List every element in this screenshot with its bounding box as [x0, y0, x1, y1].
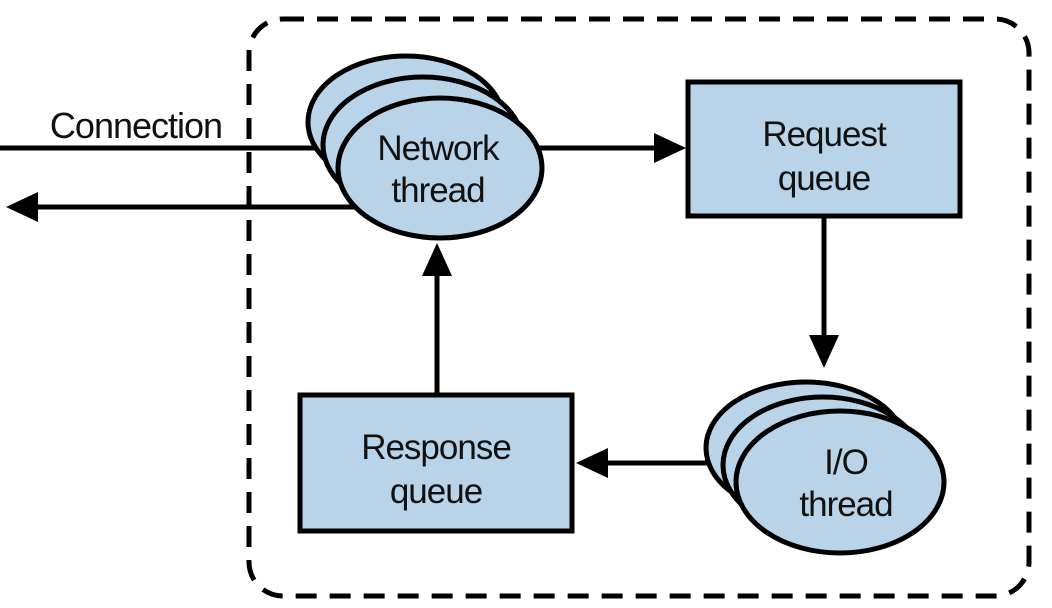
- network-thread-node: Network thread: [305, 53, 545, 241]
- request-queue-arrowhead-icon: [654, 133, 686, 163]
- io-thread-label-line1: I/O: [824, 443, 868, 482]
- io-thread-node: I/O thread: [703, 379, 947, 556]
- network-thread-ellipse-front: [335, 95, 545, 241]
- request-queue-box: [685, 79, 963, 219]
- io-thread-ellipse-front: [733, 408, 947, 556]
- io-thread-label-line2: thread: [799, 485, 892, 524]
- response-queue-label-line2: queue: [390, 472, 482, 511]
- connection-outbound-arrowhead-icon: [6, 192, 38, 222]
- network-thread-label-line1: Network: [377, 129, 500, 168]
- io-to-response-arrowhead-icon: [576, 448, 608, 478]
- connection-label: Connection: [50, 105, 222, 146]
- response-queue-label-line1: Response: [361, 428, 511, 467]
- request-queue-label-line2: queue: [778, 159, 870, 198]
- request-queue-label-line1: Request: [762, 115, 887, 154]
- response-queue-node: Response queue: [297, 392, 575, 534]
- response-to-network-arrowhead-icon: [422, 243, 452, 276]
- request-queue-node: Request queue: [685, 79, 963, 219]
- request-to-io-arrowhead-icon: [809, 335, 839, 368]
- response-queue-box: [297, 392, 575, 534]
- broker-boundary-dashed-box: [246, 16, 1032, 599]
- network-thread-label-line2: thread: [391, 171, 484, 210]
